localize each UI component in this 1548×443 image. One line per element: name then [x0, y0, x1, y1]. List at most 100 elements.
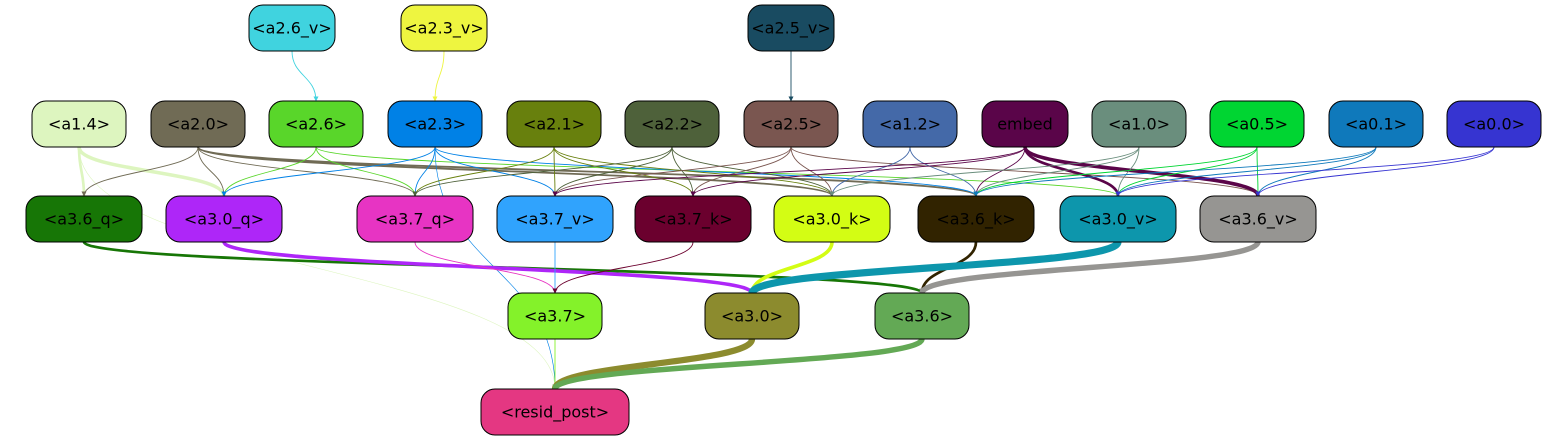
node-box: [248, 4, 336, 52]
edge-a3-7-q-to-a3-7: [414, 241, 558, 294]
node-box: [1091, 100, 1187, 148]
node-a2-5[interactable]: <a2.5>: [743, 100, 839, 148]
edge-a2-0-to-a3-0-q: [197, 146, 227, 197]
node-box: [387, 100, 483, 148]
edge-a3-0-v-to-a3-0: [748, 239, 1122, 296]
node-label: <a2.6_v>: [252, 19, 332, 39]
node-a0-0[interactable]: <a0.0>: [1446, 100, 1542, 148]
edge-a3-7-k-to-a3-7: [552, 241, 694, 294]
node-label: <a2.2>: [641, 115, 703, 134]
node-a3-0-v[interactable]: <a3.0_v>: [1059, 195, 1177, 243]
node-box: [1209, 100, 1305, 148]
node-a1-4[interactable]: <a1.4>: [31, 100, 127, 148]
edge-a0-0-to-a3-6-v: [1255, 146, 1495, 197]
node-a3-6-v[interactable]: <a3.6_v>: [1199, 195, 1317, 243]
edge-a0-5-to-a3-6-v: [1255, 146, 1261, 197]
edge-a2-5-to-a3-6-v: [790, 146, 1261, 197]
node-a3-0-k[interactable]: <a3.0_k>: [773, 195, 891, 243]
node-label: <a0.5>: [1226, 115, 1288, 134]
edges-layer: [77, 50, 1495, 391]
node-label: <a2.5>: [760, 115, 822, 134]
node-box: [496, 195, 614, 243]
node-a3-7-k[interactable]: <a3.7_k>: [634, 195, 752, 243]
node-a2-3[interactable]: <a2.3>: [387, 100, 483, 148]
edge-a2-0-to-a3-6-q: [81, 146, 199, 197]
node-box: [743, 100, 839, 148]
node-box: [1446, 100, 1542, 148]
edge-a2-1-to-a3-7-v: [552, 146, 558, 197]
node-a2-3-v[interactable]: <a2.3_v>: [400, 4, 488, 52]
node-box: [862, 100, 958, 148]
edge-a2-6-to-a3-7-q: [315, 146, 418, 197]
edge-a2-0-to-a3-6-k: [197, 146, 979, 197]
node-a1-0[interactable]: <a1.0>: [1091, 100, 1187, 148]
edge-embed-to-a3-6-v: [1023, 146, 1261, 197]
node-box: [165, 195, 283, 243]
node-label: <a3.0_k>: [792, 210, 871, 230]
node-a2-1[interactable]: <a2.1>: [506, 100, 602, 148]
edge-a2-1-to-a3-7-q: [412, 146, 555, 197]
edge-a1-4-to-resid-post: [78, 146, 558, 390]
node-label: <a3.0_v>: [1078, 210, 1158, 230]
node-a3-0-q[interactable]: <a3.0_q>: [165, 195, 283, 243]
node-label: <a3.6_v>: [1218, 210, 1298, 230]
node-box: [1199, 195, 1317, 243]
edge-a0-1-to-a3-6-k: [973, 146, 1377, 197]
edge-a2-3-to-a3-0-q: [221, 146, 436, 197]
node-label: <a3.0>: [721, 307, 783, 326]
edge-a1-0-to-a3-0-k: [829, 146, 1140, 197]
edge-embed-to-a3-0-v: [1023, 146, 1121, 197]
edge-a2-1-to-a3-7-k: [553, 146, 696, 197]
node-box: [400, 4, 488, 52]
edge-a2-6-to-a3-0-v: [315, 146, 1121, 197]
node-a3-6-k[interactable]: <a3.6_k>: [917, 195, 1035, 243]
node-a2-0[interactable]: <a2.0>: [150, 100, 246, 148]
node-label: <a3.0_q>: [184, 210, 264, 230]
edge-a3-0-q-to-a3-0: [222, 240, 755, 295]
node-box: [624, 100, 720, 148]
node-label: <a3.7_v>: [515, 210, 595, 230]
node-label: embed: [997, 115, 1053, 134]
node-box: [874, 292, 970, 340]
node-a1-2[interactable]: <a1.2>: [862, 100, 958, 148]
node-a3-7[interactable]: <a3.7>: [507, 292, 603, 340]
edge-a2-6-to-a3-0-q: [221, 146, 317, 197]
node-a3-6[interactable]: <a3.6>: [874, 292, 970, 340]
edge-a2-5-to-a3-7-k: [690, 146, 792, 197]
node-label: <a1.2>: [879, 115, 941, 134]
node-box: [506, 100, 602, 148]
edge-a2-5-to-a3-0-k: [790, 146, 835, 197]
node-label: <a1.4>: [48, 115, 110, 134]
node-label: <a2.3>: [404, 115, 466, 134]
edge-a2-6-v-to-a2-6: [291, 50, 319, 102]
node-a2-2[interactable]: <a2.2>: [624, 100, 720, 148]
node-resid-post[interactable]: <resid_post>: [480, 388, 630, 436]
node-box: [1059, 195, 1177, 243]
node-a3-7-v[interactable]: <a3.7_v>: [496, 195, 614, 243]
node-label: <a2.6>: [285, 115, 347, 134]
node-a0-1[interactable]: <a0.1>: [1328, 100, 1424, 148]
node-a2-5-v[interactable]: <a2.5_v>: [747, 4, 835, 52]
edge-a2-2-to-a3-7-v: [552, 146, 673, 197]
edge-a0-1-to-a3-6-v: [1255, 146, 1377, 197]
node-a3-7-q[interactable]: <a3.7_q>: [356, 195, 474, 243]
edge-a2-1-to-a3-0-k: [553, 146, 835, 197]
node-a3-6-q[interactable]: <a3.6_q>: [25, 195, 143, 243]
node-box: [634, 195, 752, 243]
node-a2-6[interactable]: <a2.6>: [268, 100, 364, 148]
node-box: [704, 292, 800, 340]
node-a2-6-v[interactable]: <a2.6_v>: [248, 4, 336, 52]
edge-a0-1-to-a3-0-v: [1115, 146, 1377, 197]
node-label: <a3.7_q>: [375, 210, 455, 230]
node-label: <a2.1>: [523, 115, 585, 134]
node-box: [507, 292, 603, 340]
node-box: [150, 100, 246, 148]
node-a3-0[interactable]: <a3.0>: [704, 292, 800, 340]
edge-a1-0-to-a3-0-v: [1115, 146, 1140, 197]
edge-a2-2-to-a3-7-k: [671, 146, 696, 197]
edge-a0-0-to-a3-0-v: [1115, 146, 1495, 197]
node-embed[interactable]: embed: [981, 100, 1069, 148]
edge-a2-3-to-a3-7-v: [434, 146, 558, 197]
node-a0-5[interactable]: <a0.5>: [1209, 100, 1305, 148]
